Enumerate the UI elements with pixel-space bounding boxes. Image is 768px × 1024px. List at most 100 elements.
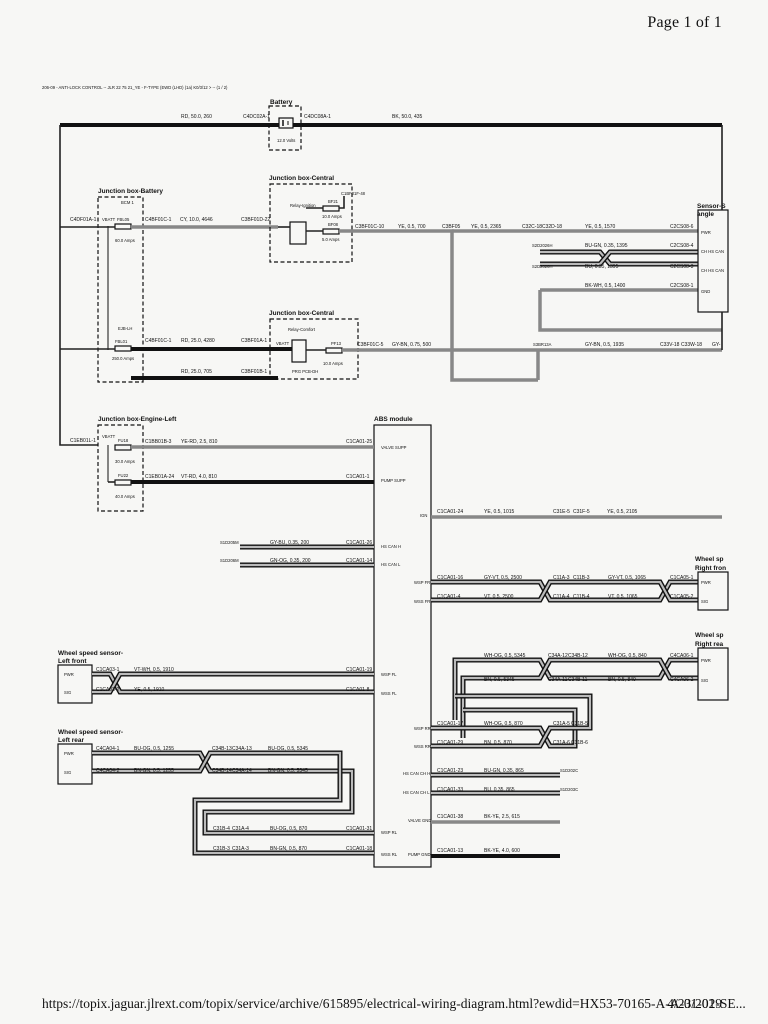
wss-rr-title2: Right rea xyxy=(695,641,724,648)
fuse-fu22-name: FU22 xyxy=(118,473,129,478)
wl-wh-og-5345: WH-OG, 0.5, 5345 xyxy=(484,653,526,659)
wl-s2d2026h2: S2D2026H xyxy=(532,264,553,269)
page-number: Page 1 of 1 xyxy=(647,14,722,31)
wl-c1ca01-13: C1CA01-13 xyxy=(437,848,463,854)
wire-ye-700 xyxy=(339,229,538,382)
wl-bu-og-1255: BU-OG, 0.5, 1255 xyxy=(134,746,174,752)
wl-bk-ye-615: BK-YE, 2.5, 615 xyxy=(484,814,520,820)
wl-vt-1065: VT, 0.5, 1065 xyxy=(608,594,638,600)
wl-bk-ye-600: BK-YE, 4.0, 600 xyxy=(484,848,520,854)
wss-rf-box xyxy=(697,571,729,611)
wl-bn-gn-870: BN-GN, 0.5, 870 xyxy=(270,846,307,852)
wl-bat-r: BK, 50.0, 435 xyxy=(392,114,423,120)
wl-c1ca01-38: C1CA01-38 xyxy=(437,814,463,820)
steering-sensor-box xyxy=(697,209,729,313)
jb-central-1-connector: C1BF01F-48 xyxy=(341,191,366,196)
svg-text:HS CAN CH H: HS CAN CH H xyxy=(403,771,430,776)
svg-text:PUMP GND: PUMP GND xyxy=(408,852,431,857)
wl-c1eb01a: C1EB01A-24 xyxy=(145,474,174,480)
fuse-icon xyxy=(114,345,132,352)
wl-c31e5: C31E-5 xyxy=(553,509,570,515)
wl-c34b14: C34B-14 xyxy=(212,768,232,774)
wl-c33v18: C33V-18 xyxy=(660,342,680,348)
wl-c3bf01a: C3BF01A-1 xyxy=(241,338,267,344)
wl-rd-4280: RD, 25.0, 4280 xyxy=(181,338,215,344)
relay-icon xyxy=(291,339,307,363)
wl-c11a3: C11A-3 xyxy=(553,575,570,581)
wl-bu-og-870: BU-OG, 0.5, 870 xyxy=(270,826,307,832)
wl-gy-bn-500: GY-BN, 0.75, 500 xyxy=(392,342,431,348)
svg-text:WSP FL: WSP FL xyxy=(381,672,397,677)
wl-vt-rd-810: VT-RD, 4.0, 810 xyxy=(181,474,217,480)
wl-s1d202c: S1D202C xyxy=(560,768,578,773)
fuse-icon xyxy=(114,223,132,230)
wl-c1ca01-16: C1CA01-16 xyxy=(437,575,463,581)
pin-gnd: GND xyxy=(701,289,710,294)
svg-text:PUMP SUPP: PUMP SUPP xyxy=(381,478,406,483)
svg-text:WSP RL: WSP RL xyxy=(381,830,398,835)
wl-c1eb01l: C1EB01L-1 xyxy=(70,438,96,444)
wl-c34a12: C34A-12 xyxy=(548,653,568,659)
wl-c1ca01-8: C1CA01-8 xyxy=(346,687,370,693)
wl-c34a14: C34A-14 xyxy=(232,768,252,774)
wl-c11a4: C11A-4 xyxy=(553,594,570,600)
fuse-fu18-name: FU18 xyxy=(118,438,129,443)
wss-lf-title2: Left front xyxy=(58,658,87,665)
wl-c4dc02a: C4DC02A-1 xyxy=(243,114,270,120)
wl-bn-840: BN, 0.5, 840 xyxy=(608,677,636,683)
wl-c1ca01-14: C1CA01-14 xyxy=(346,558,372,564)
wl-bn-870: BN, 0.5, 870 xyxy=(484,740,512,746)
fuse-bf08-rating: 5.0 Amps xyxy=(322,237,339,242)
wl-ye-1570: YE, 0.5, 1570 xyxy=(585,224,616,230)
wl-c2cs08-6: C2CS08-6 xyxy=(670,224,694,230)
wl-bn-5345: BN, 0.5, 5345 xyxy=(484,677,515,683)
pin-pwr: PWR xyxy=(64,672,74,677)
wl-bn-gn-1255: BN-GN, 0.5, 1255 xyxy=(134,768,174,774)
wl-c1ca01-17: C1CA01-17 xyxy=(437,721,463,727)
pin-pwr: PWR xyxy=(701,580,711,585)
wl-c1ca01-29: C1CA01-29 xyxy=(437,740,463,746)
wl-c34a11: C34A-11 xyxy=(548,677,568,683)
wl-c1ca01-23: C1CA01-23 xyxy=(437,768,463,774)
wl-bk-wh-1400: BK-WH, 0.5, 1400 xyxy=(585,283,626,289)
wl-c1ca01-26: C1CA01-26 xyxy=(346,540,372,546)
wl-ye-700: YE, 0.5, 700 xyxy=(398,224,426,230)
wl-bu-865: BU, 0.35, 865 xyxy=(484,787,515,793)
svg-text:HS CAN H: HS CAN H xyxy=(381,544,401,549)
wire-left-bus xyxy=(59,125,98,446)
wl-gy-vt-1065: GY-VT, 0.5, 1065 xyxy=(608,575,646,581)
wl-c4ca06-2: C4CA06-2 xyxy=(670,677,694,683)
wl-c1ca01-18: C1CA01-18 xyxy=(346,846,372,852)
wl-c4dc08a: C4DC08A-1 xyxy=(304,114,331,120)
footer-date: 4/23/2019 xyxy=(667,996,722,1011)
wl-c3bf05: C3BF05 xyxy=(442,224,461,230)
svg-text:IGN: IGN xyxy=(420,513,427,518)
jb-engine-box xyxy=(97,424,144,512)
pin-sig: SIG xyxy=(701,599,708,604)
footer-url: https://topix.jaguar.jlrext.com/topix/se… xyxy=(42,996,746,1011)
wl-c31b3: C31B-3 xyxy=(213,846,230,852)
fuse-fu18-rating: 30.0 Amps xyxy=(115,459,135,464)
wl-c4ca06-1: C4CA06-1 xyxy=(670,653,694,659)
wl-c3bf01d: C3BF01D-22 xyxy=(241,217,270,223)
jb-battery-fuse2-rating: 250.0 Amps xyxy=(112,356,134,361)
svg-text:WSP RR: WSP RR xyxy=(414,726,431,731)
wl-s1d206m: S1D206M xyxy=(220,558,239,563)
fuse-bf21-name: BF21 xyxy=(328,199,339,204)
wl-c1ca01-31: C1CA01-31 xyxy=(346,826,372,832)
wl-c3bf01b: C3BF01B-1 xyxy=(241,369,267,375)
pin-sig: SIG xyxy=(64,690,71,695)
fuse-bf08-name: BF08 xyxy=(328,222,339,227)
wl-c32d18: C32D-18 xyxy=(542,224,562,230)
abs-title: ABS module xyxy=(374,416,413,423)
pin-pwr: PWR xyxy=(701,658,711,663)
wl-c4bf01c1: C4BF01C-1 xyxy=(145,217,172,223)
battery-symbol xyxy=(278,117,294,129)
wl-vt-wh-1910: VT-WH, 0.5, 1910 xyxy=(134,667,174,673)
fuse-pf13-rating: 10.0 Amps xyxy=(323,361,343,366)
jb-battery-fuse2-group: EJB-LH xyxy=(118,326,132,331)
wl-c11b4: C11B-4 xyxy=(573,594,590,600)
jb-central-2-vbatt: VBATT xyxy=(276,341,290,346)
jb-engine-vbatt: VBATT xyxy=(102,434,116,439)
wl-c34b12: C34B-12 xyxy=(568,653,588,659)
